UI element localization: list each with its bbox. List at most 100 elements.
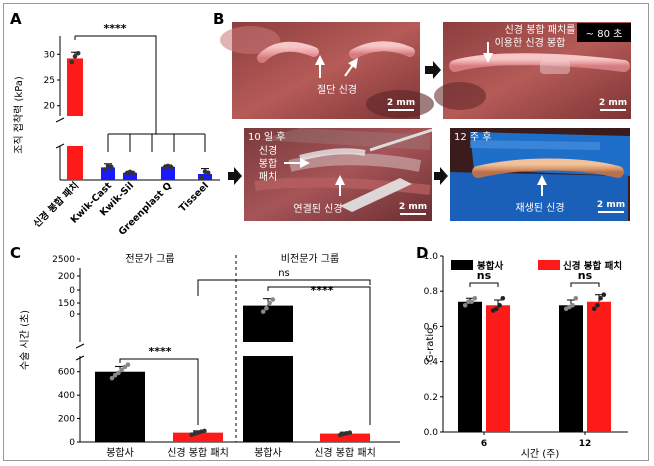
panel-d-significance: ns ns	[469, 269, 600, 287]
data-point	[75, 50, 81, 56]
tick-label: 200	[58, 415, 75, 425]
data-point	[125, 362, 131, 367]
patch-label-line3: 패치	[259, 171, 277, 183]
panel-b-letter: B	[213, 10, 224, 28]
sig-bracket	[469, 282, 499, 287]
panel-c-bracket-expert	[119, 358, 199, 425]
scale-bar-1: 2 mm	[387, 98, 415, 108]
tick-label: 30	[44, 50, 56, 60]
tick-label: 400	[58, 391, 75, 401]
data-point	[109, 375, 115, 381]
label-suture-line1: 신경 봉합 패치를	[505, 23, 576, 36]
data-point	[573, 295, 579, 301]
data-point	[591, 306, 597, 312]
sig-label: ns	[578, 269, 593, 282]
bar-2-upper	[243, 305, 293, 342]
data-point	[72, 54, 78, 59]
bar-0-0	[458, 301, 482, 432]
panel-a-axes	[55, 36, 220, 181]
tick-label: 2500	[52, 255, 75, 265]
data-point	[130, 170, 136, 176]
arrow-step-2	[228, 167, 242, 185]
tick-label: 0.4	[424, 358, 439, 368]
tick-label: 200	[58, 272, 75, 282]
bar-0-upper	[67, 58, 83, 116]
x-tick-label: 6	[481, 439, 487, 449]
corner-label-12weeks: 12 주 후	[454, 131, 491, 143]
panel-a-ylabel: 조직 접착력 (kPa)	[13, 76, 25, 154]
data-point	[494, 306, 499, 312]
data-point	[270, 297, 276, 302]
label-cut-nerve: 절단 신경	[317, 83, 357, 96]
photo-sutured-nerve: 신경 봉합 패치를 이용한 신경 봉합 ~ 80 초 2 mm	[434, 22, 631, 119]
panel-c-sig-between: ns	[278, 268, 290, 279]
data-point	[260, 309, 266, 314]
x-tick-label: 12	[579, 439, 592, 449]
tick-label: 0.8	[424, 287, 439, 297]
data-point	[69, 59, 75, 65]
data-point	[205, 170, 211, 176]
tick-label: 25	[44, 76, 55, 86]
arrow-step-1	[425, 61, 441, 79]
legend-label-patch: 신경 봉합 패치	[563, 260, 622, 272]
x-tick-label: Tisseel	[177, 180, 211, 214]
data-point	[500, 295, 506, 301]
bar-1	[173, 432, 223, 442]
figure-frame	[3, 3, 649, 461]
label-suture-line2: 이용한 신경 봉합	[495, 36, 566, 49]
sig-label: ns	[477, 269, 492, 282]
tick-label: 0.0	[424, 428, 439, 438]
panel-d-ylabel: G-ratio	[425, 328, 436, 362]
panel-a-significance: ****	[103, 22, 126, 35]
bar-3	[161, 166, 175, 180]
data-point	[112, 372, 118, 378]
x-tick-label: 신경 봉합 패치	[167, 446, 229, 459]
x-tick-label: 신경 봉합 패치	[314, 446, 376, 459]
tick-label: 0	[69, 438, 75, 448]
bar-1-1	[587, 301, 611, 432]
photo-10days: 10 일 후 신경 봉합 패치 연결된 신경 2 mm	[244, 128, 433, 221]
group-nonexpert: 비전문가 그룹	[281, 253, 339, 265]
data-point	[122, 364, 128, 370]
bar-2	[123, 172, 137, 180]
group-expert: 전문가 그룹	[125, 253, 174, 265]
tick-label: 0	[69, 286, 75, 296]
label-connected-nerve: 연결된 신경	[293, 202, 342, 215]
time-badge: ~ 80 초	[586, 28, 623, 40]
legend-swatch-suture	[451, 260, 473, 270]
tick-label: 150	[58, 299, 75, 309]
bar-0-lower	[67, 146, 83, 180]
label-regenerated-nerve: 재생된 신경	[515, 201, 564, 214]
panel-c-chart: C 수술 시간 (초) 전문가 그룹 비전문가 그룹 0200400600250…	[10, 244, 400, 459]
patch-label-line1: 신경	[259, 144, 277, 157]
bar-4	[198, 174, 212, 180]
photo-cut-nerve: 절단 신경 2 mm	[220, 22, 434, 119]
panel-d-letter: D	[416, 244, 428, 262]
sig-bracket	[570, 282, 600, 287]
arrow-step-3	[434, 167, 448, 185]
data-point	[598, 295, 603, 301]
bar-3	[320, 433, 370, 442]
data-point	[119, 367, 124, 373]
bar-0-1	[486, 305, 510, 432]
bar-2-lower	[243, 356, 293, 442]
data-point	[595, 302, 600, 308]
panel-c-sig-expert: ****	[148, 345, 171, 358]
data-point	[472, 295, 478, 301]
data-point	[116, 370, 121, 376]
data-point	[199, 175, 205, 180]
scale-bar-3: 2 mm	[399, 202, 427, 212]
panel-a-letter: A	[10, 10, 22, 28]
data-point	[168, 164, 174, 170]
panel-a-bars	[67, 50, 212, 180]
data-point	[267, 300, 272, 306]
data-point	[108, 164, 114, 170]
